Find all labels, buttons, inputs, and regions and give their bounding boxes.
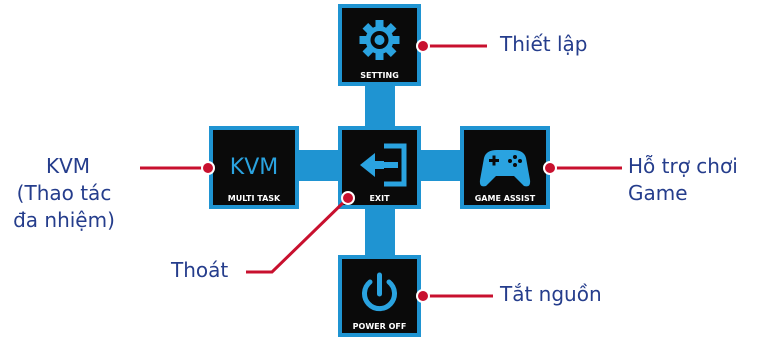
gear-icon <box>359 20 400 60</box>
exit-tile-label: EXIT <box>369 194 390 203</box>
callout-setting: Thiết lập <box>500 31 587 58</box>
power-icon <box>362 272 397 312</box>
gamepad-icon <box>479 150 531 187</box>
callout-kvm-title: KVM <box>45 154 91 178</box>
leader-line-exit <box>246 191 355 274</box>
callout-kvm: KVM (Thao tác đa nhiệm) <box>0 153 128 234</box>
leader-line-game-assist <box>543 161 622 175</box>
leader-line-kvm <box>140 161 215 175</box>
game-assist-tile[interactable]: GAME ASSIST <box>460 126 550 209</box>
callout-game-assist-line1: Hỗ trợ chơi <box>628 154 738 178</box>
power-off-tile[interactable]: POWER OFF <box>338 255 421 337</box>
game-assist-tile-label: GAME ASSIST <box>475 194 536 203</box>
setting-tile[interactable]: SETTING <box>338 4 421 86</box>
multitask-tile-label: MULTI TASK <box>228 194 281 203</box>
callout-power-off-text: Tắt nguồn <box>500 282 602 306</box>
multitask-tile[interactable]: KVM MULTI TASK <box>209 126 299 209</box>
kvm-icon-text: KVM <box>230 155 278 180</box>
setting-tile-label: SETTING <box>360 71 399 80</box>
leader-line-power-off <box>416 289 493 303</box>
power-off-tile-label: POWER OFF <box>353 322 407 331</box>
callout-power-off: Tắt nguồn <box>500 281 602 308</box>
exit-icon <box>360 143 407 187</box>
callout-exit-text: Thoát <box>171 258 229 282</box>
callout-setting-text: Thiết lập <box>500 32 588 56</box>
callout-exit: Thoát <box>171 257 228 284</box>
callout-kvm-line3: đa nhiệm) <box>13 208 115 232</box>
callout-kvm-line2: (Thao tác <box>16 181 112 205</box>
callout-game-assist-line2: Game <box>628 181 688 205</box>
callout-game-assist: Hỗ trợ chơi Game <box>628 153 738 207</box>
leader-line-setting <box>416 39 487 53</box>
